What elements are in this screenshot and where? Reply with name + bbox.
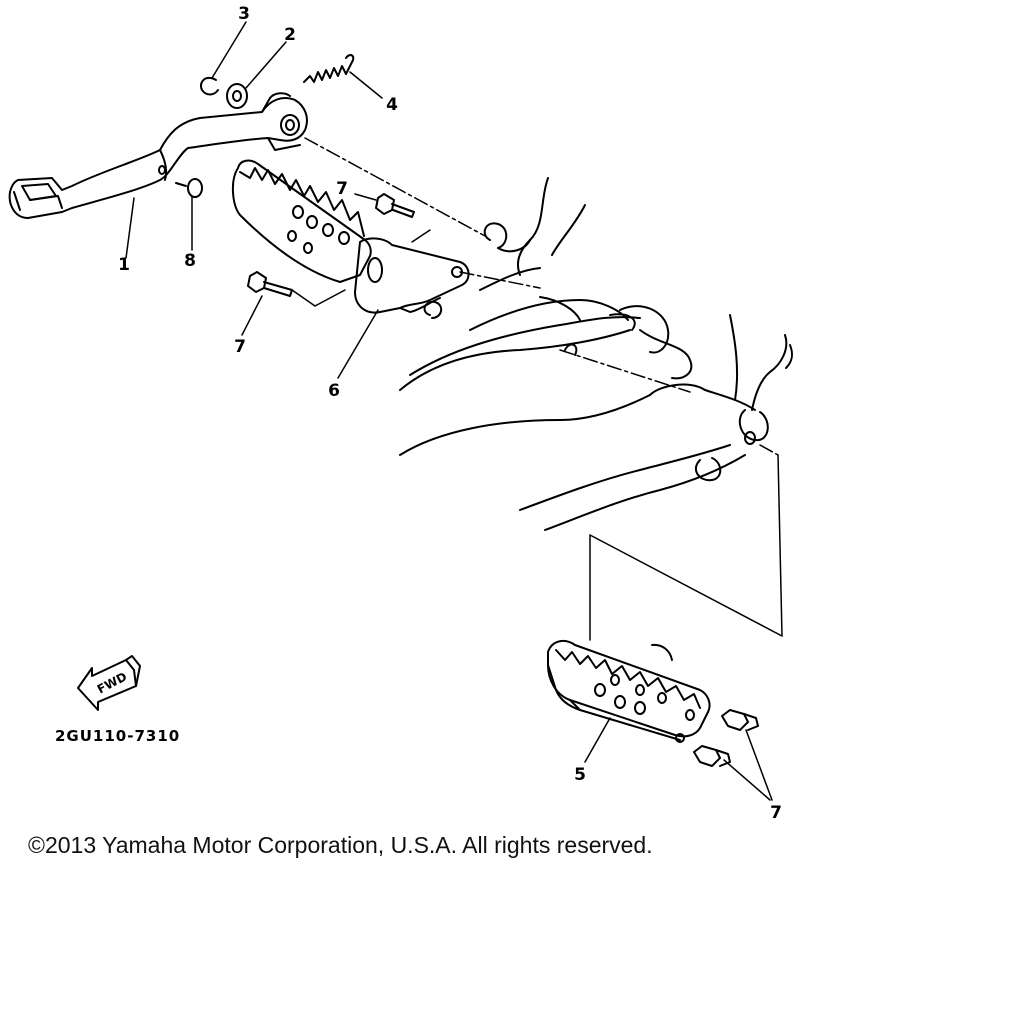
spring-part — [303, 54, 355, 83]
leader-lines — [125, 21, 773, 801]
callout-8: 8 — [184, 251, 196, 271]
callout-4: 4 — [386, 95, 398, 115]
assembly-lines-solid — [291, 229, 783, 641]
frame-drawing — [399, 177, 794, 531]
fwd-arrow-icon — [77, 655, 141, 711]
callout-7: 7 — [234, 337, 246, 357]
bolt-part — [247, 271, 293, 297]
callout-1: 1 — [118, 255, 130, 275]
pin-part — [175, 178, 203, 198]
callout-3: 3 — [238, 4, 250, 24]
callout-7: 7 — [336, 179, 348, 199]
callout-5: 5 — [574, 765, 586, 785]
footrest-bracket-part — [232, 159, 470, 314]
copyright-notice: ©2013 Yamaha Motor Corporation, U.S.A. A… — [28, 832, 653, 858]
callout-7: 7 — [770, 803, 782, 823]
bolt-part — [375, 193, 415, 218]
assembly-lines — [304, 137, 779, 456]
washer-part — [226, 83, 248, 109]
bolt-part — [693, 745, 731, 767]
brake-pedal-part — [8, 92, 308, 219]
footrest-part — [547, 639, 711, 743]
callout-2: 2 — [284, 25, 296, 45]
bolt-part — [721, 709, 759, 731]
fwd-label: FWD — [95, 669, 129, 696]
drawing-code: 2GU110-7310 — [55, 727, 180, 745]
callout-6: 6 — [328, 381, 340, 401]
clip-part — [200, 76, 219, 96]
